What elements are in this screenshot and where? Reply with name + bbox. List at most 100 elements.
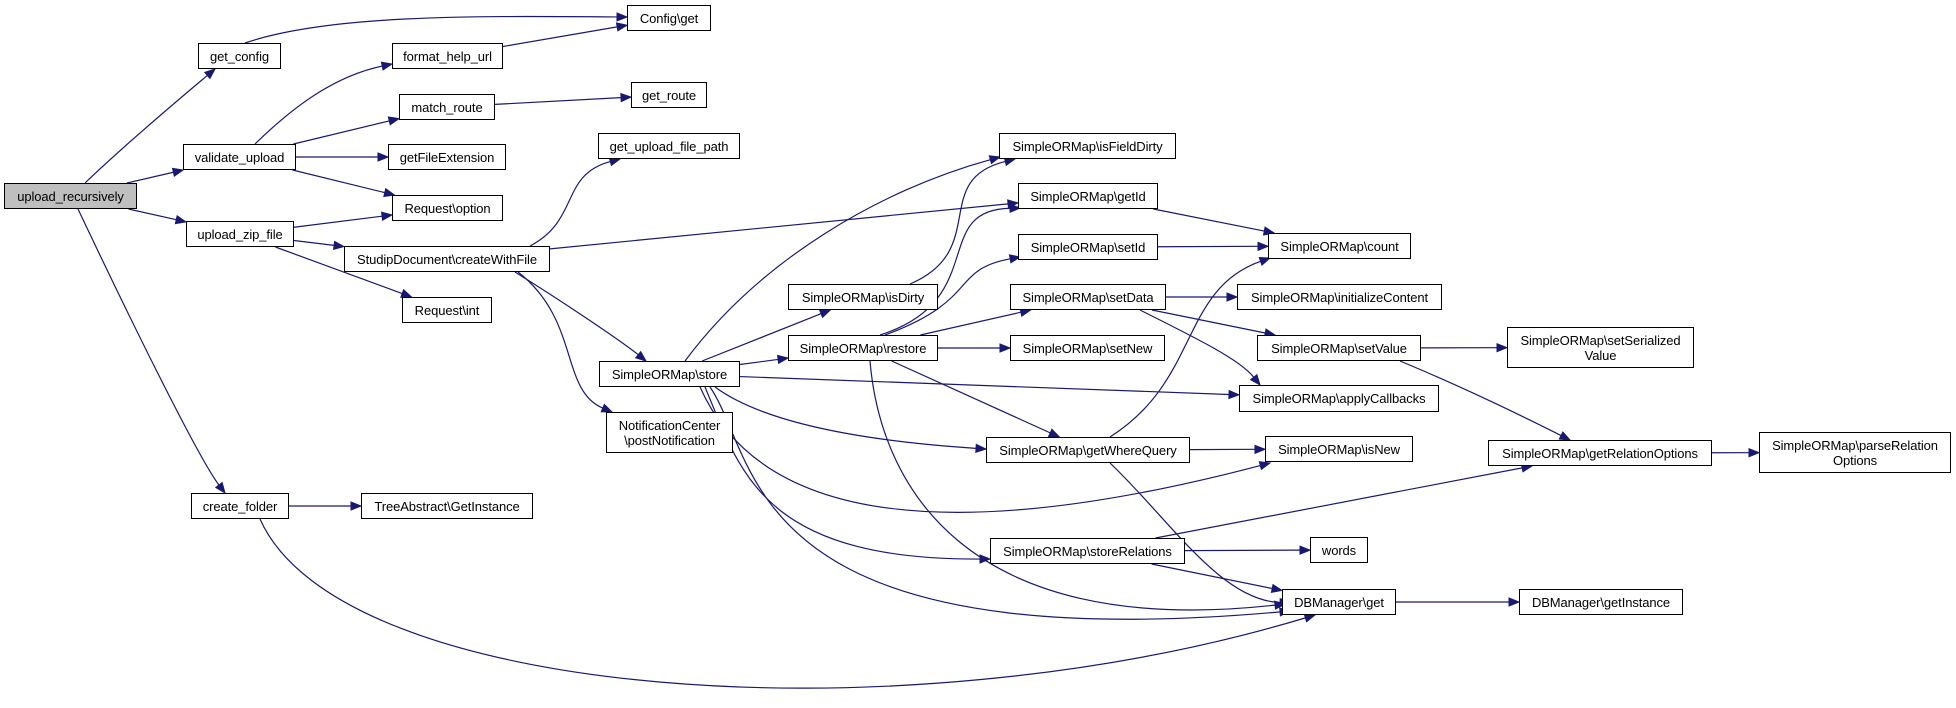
node-setvalue[interactable]: SimpleORMap\setValue xyxy=(1257,335,1421,361)
edge-restore-to-setId xyxy=(884,258,1011,336)
edge-getWhereQuery-to-count xyxy=(1109,260,1261,438)
edge-setData-to-applyCallbacks xyxy=(1139,309,1255,378)
node-getid[interactable]: SimpleORMap\getId xyxy=(1018,183,1158,209)
arrowhead-icon xyxy=(620,92,633,103)
node-match-route[interactable]: match_route xyxy=(399,94,495,120)
node-setserializedvalue[interactable]: SimpleORMap\setSerialized Value xyxy=(1507,327,1694,368)
node-label: getFileExtension xyxy=(399,149,495,165)
arrowhead-icon xyxy=(1258,257,1272,266)
edge-validate_upload-to-match_route xyxy=(293,120,390,145)
arrowhead-icon xyxy=(1558,431,1572,441)
node-label: SimpleORMap\isDirty xyxy=(801,289,925,305)
node-label: NotificationCenter \postNotification xyxy=(618,417,721,448)
arrowhead-icon xyxy=(1254,444,1267,455)
node-restore[interactable]: SimpleORMap\restore xyxy=(788,335,938,361)
node-store[interactable]: SimpleORMap\store xyxy=(599,361,740,387)
node-postnotification[interactable]: NotificationCenter \postNotification xyxy=(606,412,733,453)
node-applycallbacks[interactable]: SimpleORMap\applyCallbacks xyxy=(1239,385,1439,412)
node-setdata[interactable]: SimpleORMap\setData xyxy=(1010,284,1166,310)
arrowhead-icon xyxy=(600,403,614,413)
edge-store-to-applyCallbacks xyxy=(739,375,1230,396)
node-dbmanager-get[interactable]: DBManager\get xyxy=(1282,589,1396,615)
node-config-get[interactable]: Config\get xyxy=(627,5,711,31)
edge-store-to-storeRelations xyxy=(704,386,981,560)
edge-getWhereQuery-to-dbmanager_get xyxy=(1109,462,1281,604)
arrowhead-icon xyxy=(1258,461,1272,471)
arrowhead-icon xyxy=(818,309,832,319)
edge-createWithFile-to-getId xyxy=(549,203,1009,250)
edge-restore-to-getWhereQuery xyxy=(891,360,1051,434)
arrowhead-icon xyxy=(1303,613,1317,623)
node-initializecontent[interactable]: SimpleORMap\initializeContent xyxy=(1237,284,1442,310)
edge-createWithFile-to-store xyxy=(514,271,639,356)
node-isnew[interactable]: SimpleORMap\isNew xyxy=(1265,436,1413,462)
arrowhead-icon xyxy=(350,501,363,511)
edge-store-to-isFieldDirty xyxy=(684,159,991,362)
node-label: SimpleORMap\count xyxy=(1280,238,1399,254)
node-get-upload-file-path[interactable]: get_upload_file_path xyxy=(598,133,740,159)
edge-setData-to-setValue xyxy=(1151,309,1266,334)
node-label: upload_zip_file xyxy=(197,226,283,242)
node-storerelations[interactable]: SimpleORMap\storeRelations xyxy=(990,538,1185,564)
node-label: Config\get xyxy=(639,10,699,26)
arrowhead-icon xyxy=(975,443,988,454)
node-label: SimpleORMap\getId xyxy=(1030,188,1146,204)
node-label: Request\option xyxy=(404,200,491,216)
node-getrelationoptions[interactable]: SimpleORMap\getRelationOptions xyxy=(1488,440,1712,466)
node-label: SimpleORMap\store xyxy=(611,366,728,382)
edge-validate_upload-to-request_option xyxy=(292,169,385,194)
edge-store-to-isDirty xyxy=(701,313,822,362)
edge-store-to-getWhereQuery xyxy=(714,386,977,449)
arrowhead-icon xyxy=(380,211,394,221)
arrowhead-icon xyxy=(1748,447,1761,458)
node-label: SimpleORMap\setSerialized Value xyxy=(1520,332,1681,363)
node-label: get_config xyxy=(210,48,269,64)
node-dbmanager-getinstance[interactable]: DBManager\getInstance xyxy=(1519,589,1683,615)
node-request-option[interactable]: Request\option xyxy=(392,195,503,221)
node-isdirty[interactable]: SimpleORMap\isDirty xyxy=(788,284,938,310)
edge-get_config-to-config_get xyxy=(244,15,618,44)
edge-upload_zip_file-to-request_int xyxy=(275,246,403,295)
node-label: SimpleORMap\setData xyxy=(1022,289,1154,305)
arrowhead-icon xyxy=(380,61,394,71)
node-label: format_help_url xyxy=(403,48,492,64)
node-get-route[interactable]: get_route xyxy=(631,82,707,108)
node-upload-recursively: upload_recursively xyxy=(4,183,137,209)
node-create-folder[interactable]: create_folder xyxy=(191,493,289,519)
node-words[interactable]: words xyxy=(1310,537,1368,563)
node-label: match_route xyxy=(411,99,483,115)
arrowhead-icon xyxy=(999,343,1012,353)
node-label: words xyxy=(1321,542,1357,558)
node-label: SimpleORMap\parseRelation Options xyxy=(1772,437,1938,468)
node-get-config[interactable]: get_config xyxy=(198,43,281,69)
node-parserelationoptions[interactable]: SimpleORMap\parseRelation Options xyxy=(1759,432,1951,473)
node-isfielddirty[interactable]: SimpleORMap\isFieldDirty xyxy=(999,133,1176,159)
node-getfileextension[interactable]: getFileExtension xyxy=(388,144,506,170)
arrowhead-icon xyxy=(616,12,629,22)
node-upload-zip-file[interactable]: upload_zip_file xyxy=(186,221,294,247)
node-label: SimpleORMap\storeRelations xyxy=(1003,543,1172,559)
edge-format_help_url-to-config_get xyxy=(502,26,618,48)
node-label: SimpleORMap\setId xyxy=(1030,239,1146,255)
edge-restore-to-getId xyxy=(879,207,1011,336)
node-createwithfile[interactable]: StudipDocument\createWithFile xyxy=(344,246,550,272)
node-validate-upload[interactable]: validate_upload xyxy=(183,144,296,170)
edge-store-to-restore xyxy=(739,358,779,366)
node-label: SimpleORMap\setValue xyxy=(1271,340,1407,356)
node-format-help-url[interactable]: format_help_url xyxy=(392,43,503,69)
edge-upload_recursively-to-get_config xyxy=(84,74,208,184)
node-count[interactable]: SimpleORMap\count xyxy=(1268,233,1411,259)
node-label: validate_upload xyxy=(194,149,285,165)
node-label: DBManager\getInstance xyxy=(1531,594,1671,610)
node-setid[interactable]: SimpleORMap\setId xyxy=(1018,234,1158,260)
arrowhead-icon xyxy=(383,187,396,198)
node-request-int[interactable]: Request\int xyxy=(402,297,492,323)
edge-restore-to-setData xyxy=(920,311,1022,336)
node-getwherequery[interactable]: SimpleORMap\getWhereQuery xyxy=(986,437,1190,463)
node-setnew[interactable]: SimpleORMap\setNew xyxy=(1010,335,1165,361)
node-treeabstract-getinstance[interactable]: TreeAbstract\GetInstance xyxy=(361,493,533,519)
arrowhead-icon xyxy=(1299,545,1312,555)
edge-setValue-to-getRelationOptions xyxy=(1399,360,1562,437)
node-label: SimpleORMap\applyCallbacks xyxy=(1252,391,1426,406)
